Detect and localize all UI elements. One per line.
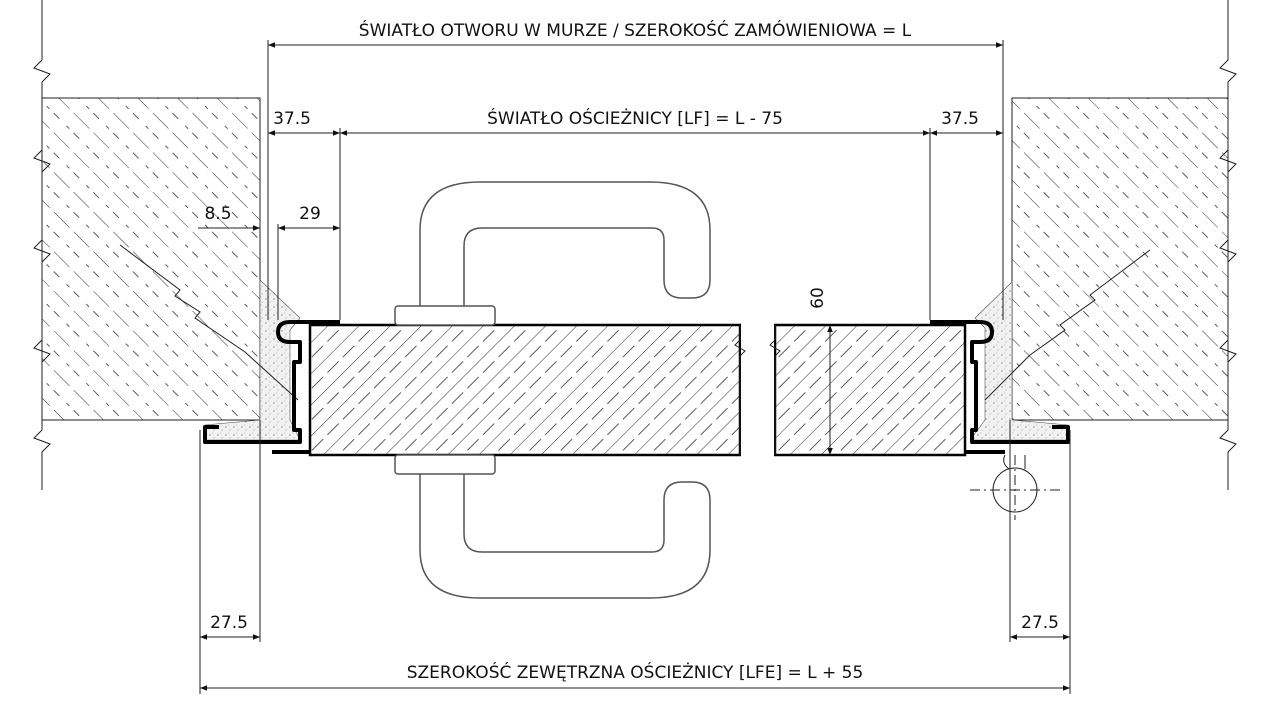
right-wall [1011,97,1229,421]
door-leaf-right [773,323,967,457]
right-anchor [984,249,1151,401]
left-wall [41,97,261,421]
left-anchor [119,244,299,401]
leaf-thickness-label: 60 [808,287,828,309]
right-outer-label: 27.5 [1021,613,1059,633]
hinge [970,454,1060,520]
right-offset-label: 37.5 [941,109,979,129]
left-outer-label: 27.5 [210,613,248,633]
frame-clear-width-label: ŚWIATŁO OŚCIEŻNICY [LF] = L - 75 [487,107,783,129]
door-handle [394,181,711,599]
gap-label: 8.5 [204,204,231,224]
leaf-break-lines [734,325,781,455]
right-frame-profile [930,320,1070,444]
frame-outer-width-label: SZEROKOŚĆ ZEWĘTRZNA OŚCIEŻNICY [LFE] = L… [407,661,864,683]
rebate-label: 29 [299,204,321,224]
opening-width-label: ŚWIATŁO OTWORU W MURZE / SZEROKOŚĆ ZAMÓW… [359,19,912,41]
left-offset-label: 37.5 [273,109,311,129]
dimension-lines [198,40,1071,694]
left-frame-profile [203,320,340,444]
door-leaf-left [308,323,742,457]
